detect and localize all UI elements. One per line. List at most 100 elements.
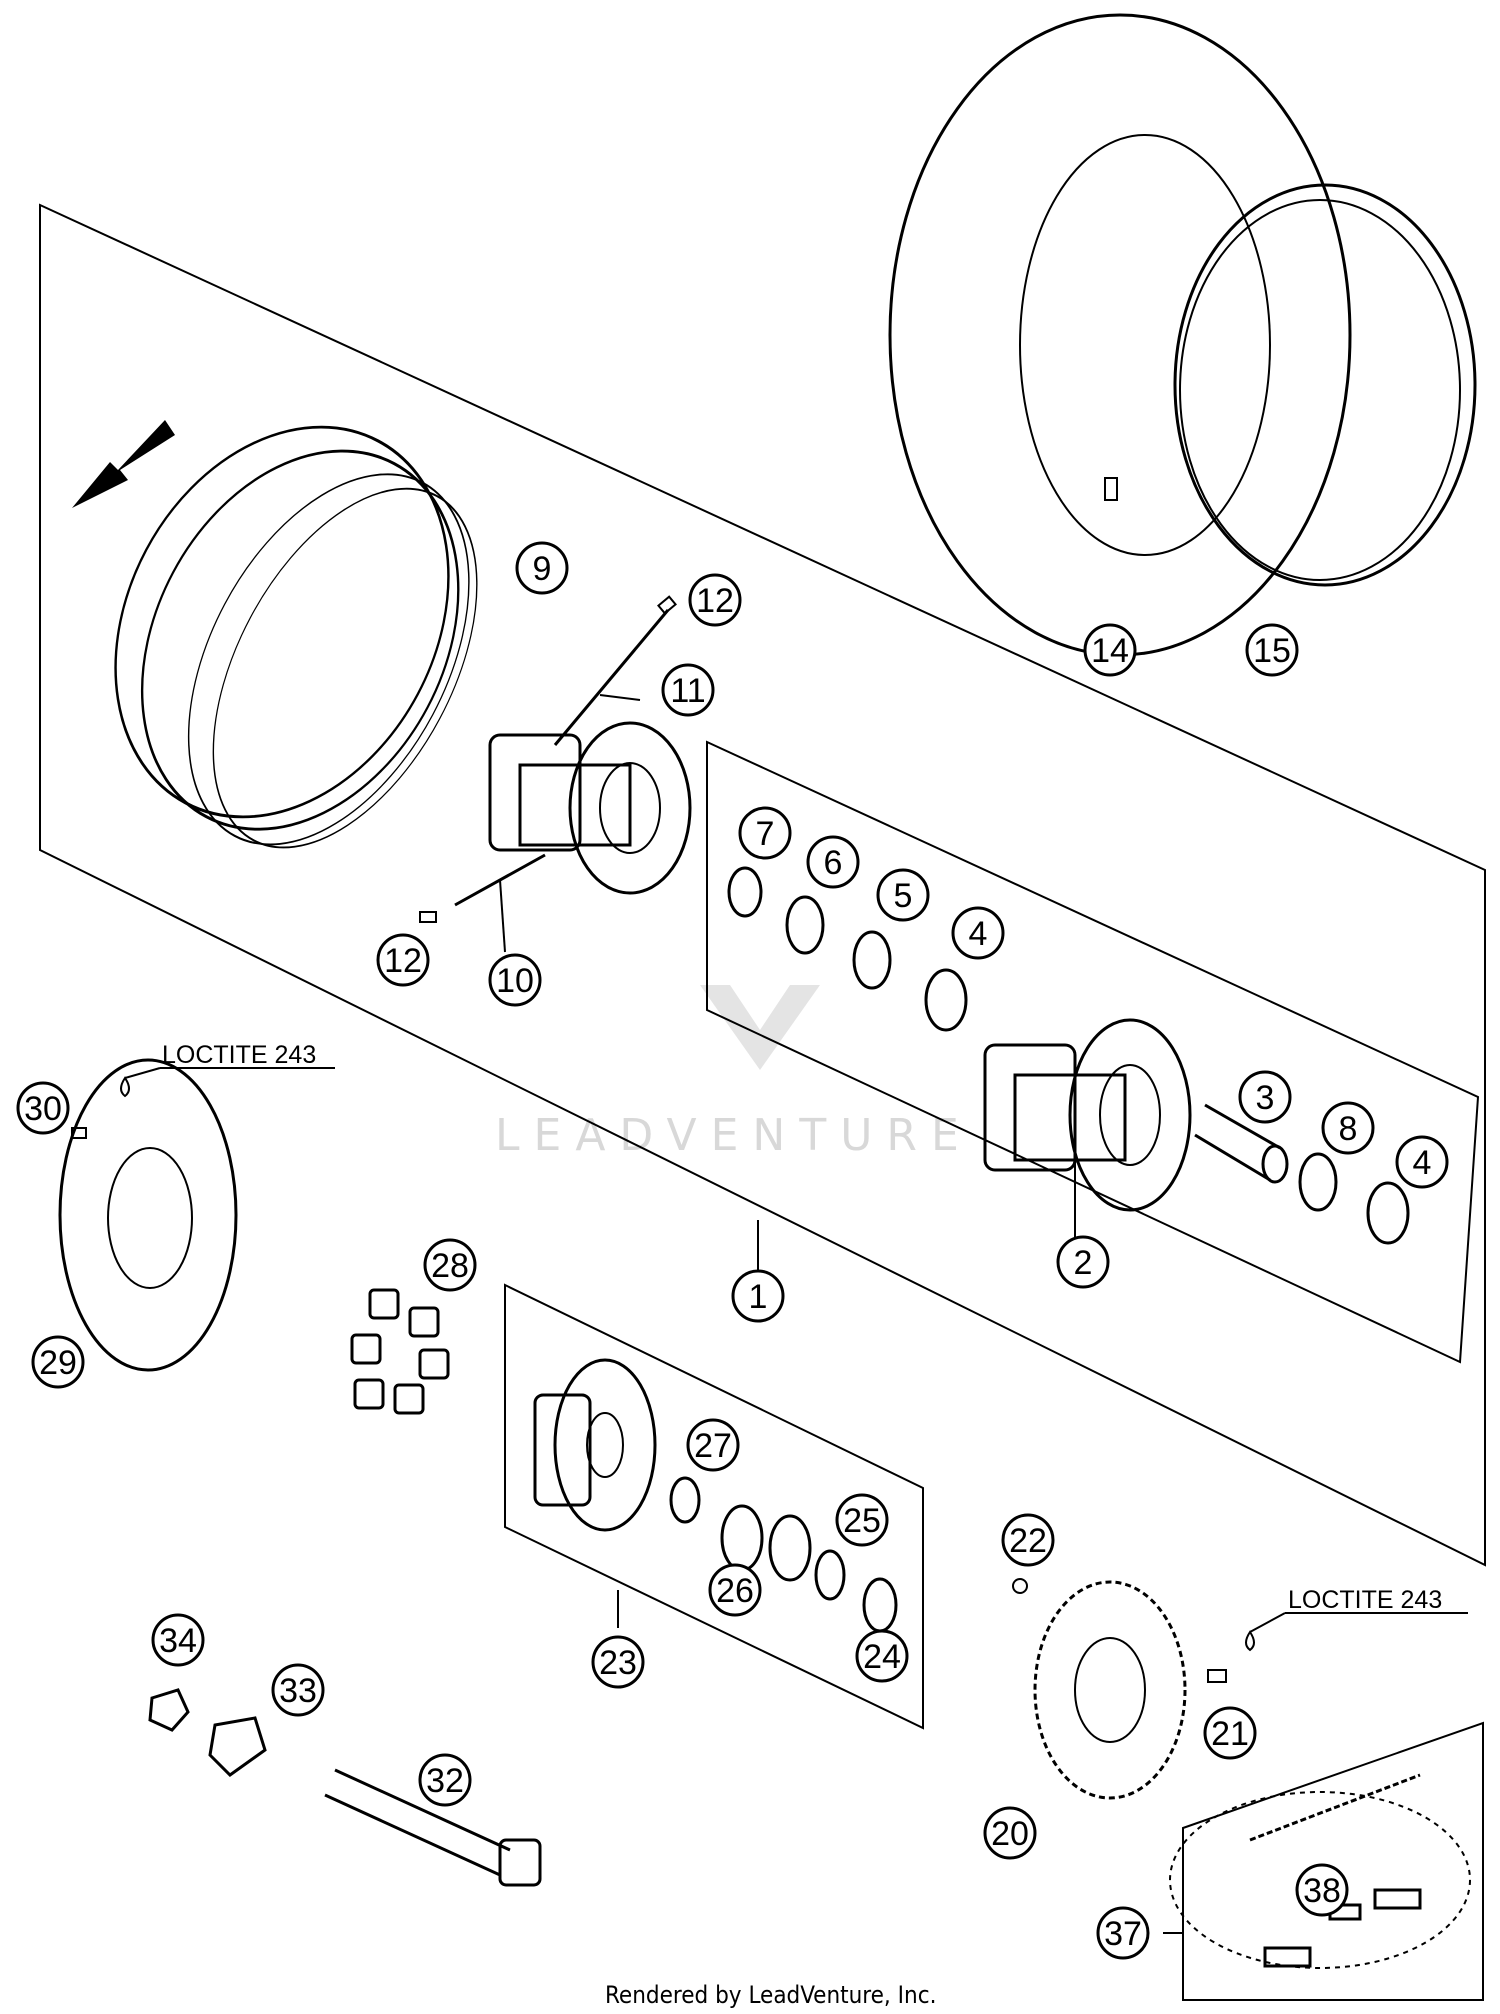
callout-number: 1 xyxy=(749,1278,768,1316)
axle-nut xyxy=(148,1688,190,1732)
footer-credit: Rendered by LeadVenture, Inc. xyxy=(605,1981,936,2009)
rim-tape xyxy=(1173,183,1477,587)
callout-7: 7 xyxy=(738,806,792,860)
hub-2 xyxy=(983,1018,1192,1212)
callout-circle xyxy=(1203,1706,1257,1760)
callout-30: 30 xyxy=(16,1081,70,1135)
callout-number: 24 xyxy=(863,1638,901,1676)
callout-number: 28 xyxy=(431,1247,469,1285)
callout-circle xyxy=(951,906,1005,960)
callout-28: 28 xyxy=(423,1238,477,1292)
callout-number: 27 xyxy=(694,1427,732,1465)
callout-4: 4 xyxy=(951,906,1005,960)
sprocket-nut xyxy=(1012,1578,1028,1594)
callout-circle xyxy=(1083,623,1137,677)
callout-1: 1 xyxy=(731,1269,785,1323)
callout-circle xyxy=(151,1613,205,1667)
callout-circle xyxy=(1321,1101,1375,1155)
brake-disc xyxy=(58,1058,238,1372)
callout-number: 9 xyxy=(533,550,552,588)
callout-circle xyxy=(515,541,569,595)
callout-38: 38 xyxy=(1295,1863,1349,1917)
callout-circle xyxy=(16,1081,70,1135)
callout-number: 30 xyxy=(24,1090,62,1128)
callout-circle xyxy=(271,1663,325,1717)
callout-circle xyxy=(983,1806,1037,1860)
callout-number: 22 xyxy=(1009,1522,1047,1560)
callout-circle xyxy=(1238,1070,1292,1124)
callout-number: 14 xyxy=(1091,632,1129,670)
callout-4: 4 xyxy=(1395,1135,1449,1189)
callout-5: 5 xyxy=(876,868,930,922)
callout-29: 29 xyxy=(31,1335,85,1389)
callout-number: 5 xyxy=(894,877,913,915)
hub-assembly-frame xyxy=(706,740,1480,1364)
sprocket-carrier xyxy=(533,1358,898,1633)
callout-8: 8 xyxy=(1321,1101,1375,1155)
callout-circle xyxy=(686,1418,740,1472)
callout-34: 34 xyxy=(151,1613,205,1667)
callout-9: 9 xyxy=(515,541,569,595)
callout-number: 34 xyxy=(159,1622,197,1660)
callout-circle xyxy=(731,1269,785,1323)
sprocket-bolt xyxy=(1207,1612,1468,1683)
callout-circle xyxy=(688,573,742,627)
callout-number: 7 xyxy=(756,815,775,853)
rim xyxy=(114,425,478,849)
callout-23: 23 xyxy=(591,1635,645,1689)
callout-33: 33 xyxy=(271,1663,325,1717)
callout-circle xyxy=(835,1493,889,1547)
callout-15: 15 xyxy=(1245,623,1299,677)
washer xyxy=(208,1716,267,1777)
chain-frame xyxy=(1182,1721,1484,2001)
callout-circle xyxy=(488,953,542,1007)
callout-circle xyxy=(806,835,860,889)
callout-2: 2 xyxy=(1056,1235,1110,1289)
loctite-label-sprocket: LOCTITE 243 xyxy=(1288,1586,1442,1614)
callout-number: 20 xyxy=(991,1815,1029,1853)
callout-number: 6 xyxy=(824,844,843,882)
callout-number: 10 xyxy=(496,962,534,1000)
nipple-lower xyxy=(419,911,437,923)
spoke-11 xyxy=(553,609,670,746)
callout-number: 15 xyxy=(1253,632,1291,670)
callout-12: 12 xyxy=(688,573,742,627)
callout-number: 2 xyxy=(1074,1244,1093,1282)
axle xyxy=(324,1768,542,1887)
damper-rubbers xyxy=(350,1288,450,1415)
hub-main xyxy=(488,721,692,895)
watermark: LEADVENTURE xyxy=(495,985,959,1161)
callout-number: 4 xyxy=(1413,1144,1432,1182)
callout-25: 25 xyxy=(835,1493,889,1547)
callout-circle xyxy=(591,1635,645,1689)
callout-21: 21 xyxy=(1203,1706,1257,1760)
callout-circle xyxy=(423,1238,477,1292)
sprocket xyxy=(1033,1580,1187,1800)
callout-circle xyxy=(31,1335,85,1389)
callout-circle xyxy=(661,663,715,717)
callout-number: 11 xyxy=(670,672,705,710)
leader-lines xyxy=(499,694,1183,1934)
callout-27: 27 xyxy=(686,1418,740,1472)
callout-14: 14 xyxy=(1083,623,1137,677)
callout-circle xyxy=(876,868,930,922)
callout-circle xyxy=(1245,623,1299,677)
callout-circle xyxy=(1295,1863,1349,1917)
callout-12: 12 xyxy=(376,933,430,987)
callout-24: 24 xyxy=(855,1629,909,1683)
spacer xyxy=(1194,1103,1289,1184)
callout-circle xyxy=(1096,1906,1150,1960)
callout-circle xyxy=(1056,1235,1110,1289)
callout-number: 32 xyxy=(426,1762,464,1800)
callout-number: 12 xyxy=(696,582,734,620)
loctite-note-sprocket: LOCTITE 243 xyxy=(1288,1586,1442,1614)
callout-number: 25 xyxy=(843,1502,881,1540)
callout-number: 3 xyxy=(1256,1079,1275,1117)
callout-32: 32 xyxy=(418,1753,472,1807)
callout-number: 33 xyxy=(279,1672,317,1710)
wheel-assembly-frame xyxy=(39,203,1486,1567)
tire xyxy=(888,13,1352,657)
loctite-label-disc: LOCTITE 243 xyxy=(162,1041,316,1069)
